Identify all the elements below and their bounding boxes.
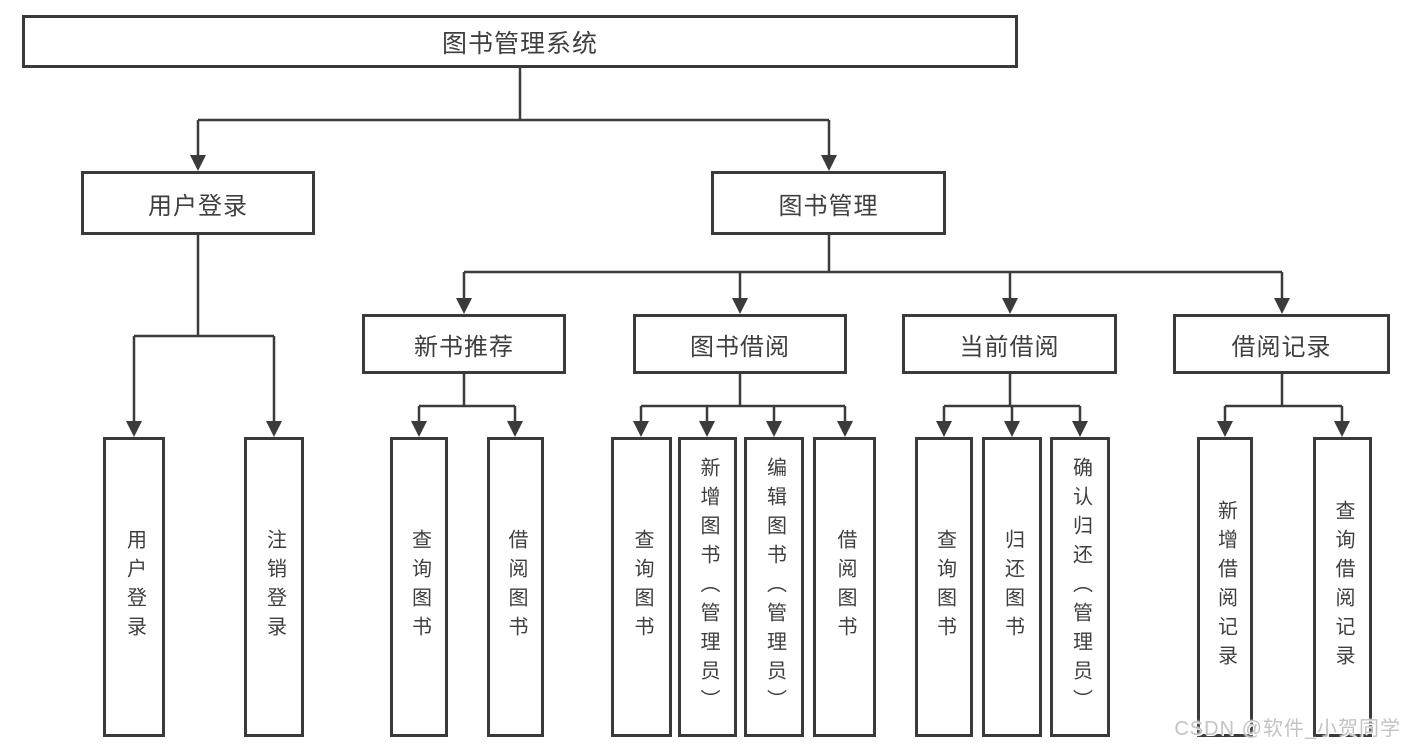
leaf-user-login: 用户登录 (103, 437, 165, 737)
leaf-query-books-recommend-label: 查询图书 (408, 529, 431, 645)
node-library-system: 图书管理系统 (22, 15, 1018, 68)
leaf-add-book-admin: 新增图书（管理员） (678, 437, 737, 737)
leaf-query-books-current: 查询图书 (915, 437, 973, 737)
leaf-query-books-borrow: 查询图书 (611, 437, 672, 737)
node-book-borrow: 图书借阅 (633, 314, 847, 374)
leaf-logout-label: 注销登录 (263, 529, 286, 645)
node-library-system-label: 图书管理系统 (441, 29, 598, 58)
leaf-borrow-books-label: 借阅图书 (834, 529, 856, 645)
node-current-borrow: 当前借阅 (902, 314, 1117, 374)
leaf-borrow-books-recommend-label: 借阅图书 (505, 529, 527, 645)
node-book-management-label: 图书管理 (778, 192, 879, 220)
leaf-return-book: 归还图书 (982, 437, 1042, 737)
node-user-login-label: 用户登录 (148, 192, 248, 220)
leaf-query-books-current-label: 查询图书 (933, 529, 956, 645)
node-user-login: 用户登录 (81, 171, 315, 235)
node-borrow-records: 借阅记录 (1173, 314, 1390, 374)
node-borrow-records-label: 借阅记录 (1231, 333, 1332, 361)
leaf-return-book-label: 归还图书 (1001, 529, 1024, 645)
leaf-user-login-label: 用户登录 (123, 529, 146, 645)
leaf-borrow-books: 借阅图书 (813, 437, 876, 737)
leaf-add-borrow-record-label: 新增借阅记录 (1214, 500, 1237, 674)
node-new-book-recommend: 新书推荐 (362, 314, 566, 374)
leaf-query-borrow-record-label: 查询借阅记录 (1332, 500, 1354, 674)
connector-group (126, 68, 1350, 437)
node-book-borrow-label: 图书借阅 (690, 333, 790, 361)
leaf-add-book-admin-label: 新增图书（管理员） (697, 456, 719, 718)
leaf-edit-book-admin-label: 编辑图书（管理员） (763, 456, 786, 718)
leaf-confirm-return-admin: 确认归还（管理员） (1050, 437, 1110, 737)
leaf-edit-book-admin: 编辑图书（管理员） (744, 437, 804, 737)
leaf-add-borrow-record: 新增借阅记录 (1197, 437, 1253, 737)
node-new-book-recommend-label: 新书推荐 (414, 333, 514, 361)
leaf-query-books-recommend: 查询图书 (390, 437, 448, 737)
leaf-query-borrow-record: 查询借阅记录 (1313, 437, 1372, 737)
leaf-borrow-books-recommend: 借阅图书 (487, 437, 544, 737)
leaf-logout: 注销登录 (244, 437, 304, 737)
node-book-management: 图书管理 (711, 171, 946, 235)
leaf-query-books-borrow-label: 查询图书 (631, 529, 653, 645)
node-current-borrow-label: 当前借阅 (959, 333, 1060, 361)
leaf-confirm-return-admin-label: 确认归还（管理员） (1069, 456, 1092, 718)
